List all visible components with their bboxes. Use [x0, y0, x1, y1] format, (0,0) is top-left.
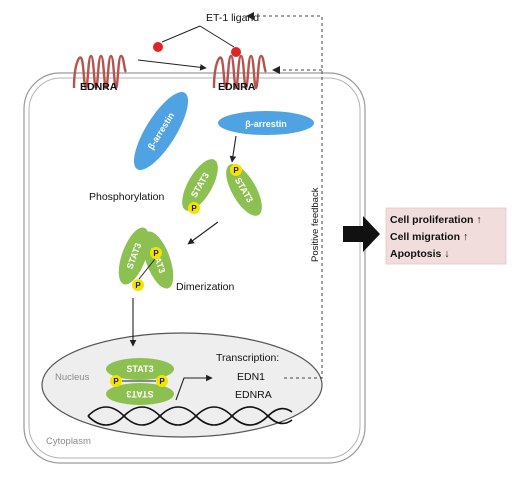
feedback-label: Positive feedback: [310, 187, 321, 262]
nuclear-stat3-dimer: STAT3 STAT3 P P: [106, 358, 174, 405]
outcome-2-text: Cell migration: [390, 231, 460, 243]
ligand-bound-icon: [231, 47, 241, 57]
outcome-1-text: Cell proliferation: [390, 214, 473, 226]
phospho-left-label: P: [191, 204, 197, 213]
dimer-phospho-b: P: [153, 249, 159, 258]
outcome-1-arrow: ↑: [476, 214, 481, 226]
feedback-arrowhead-receptor: [272, 66, 280, 74]
outcome-box: [385, 207, 507, 265]
outcome-3-text: Apoptosis: [390, 248, 441, 260]
outcome-2: Cell migration ↑: [390, 231, 468, 243]
gene-ednra: EDNRA: [235, 389, 272, 401]
dimer-phospho-a: P: [135, 281, 141, 290]
stat3-unphospho-right: STAT3 P: [226, 164, 262, 216]
nuclear-stat3-bottom: STAT3: [126, 389, 153, 399]
activation-arrow: [137, 59, 207, 71]
outcome-2-arrow: ↑: [463, 231, 468, 243]
receptor-right-label: EDNRA: [218, 81, 256, 93]
ligand-pointer-right: [199, 25, 235, 48]
phospho-right-label: P: [233, 166, 239, 175]
gene-edn1: EDN1: [237, 371, 265, 383]
dna-helix-icon: [87, 406, 293, 426]
nuclear-stat3-top: STAT3: [126, 364, 153, 374]
outcome-1: Cell proliferation ↑: [390, 214, 482, 226]
ligand-pointer-left: [161, 25, 201, 43]
receptor-left-icon: [72, 54, 128, 90]
phosphorylation-label: Phosphorylation: [89, 191, 164, 203]
stat3-phospho-left: STAT3 P: [182, 159, 218, 214]
nucleus-label: Nucleus: [55, 372, 90, 383]
cell-membrane-inner: [28, 77, 361, 459]
cell-membrane-outer: [23, 72, 366, 464]
ligand-free-icon: [153, 42, 163, 52]
arrestin-right-label: β-arrestin: [245, 119, 287, 129]
receptor-left-label: EDNRA: [80, 81, 118, 93]
outcome-arrow-icon: [343, 216, 380, 252]
arrestin-right: β-arrestin: [218, 111, 314, 135]
outcome-3-arrow: ↓: [444, 248, 449, 260]
nuclear-phospho-left: P: [113, 377, 119, 386]
to-dimer-arrow: [187, 221, 219, 245]
arrestin-left: β-arrestin: [133, 92, 189, 170]
feedback-loop: [248, 15, 323, 379]
arrestin-to-stat3-arrow: [229, 135, 237, 163]
feedback-arrowhead-top: [246, 12, 254, 20]
dimerization-label: Dimerization: [176, 281, 235, 293]
transcription-arrow: [175, 374, 213, 401]
outcome-3: Apoptosis ↓: [390, 248, 450, 260]
cytoplasm-label: Cytoplasm: [46, 436, 91, 447]
nuclear-phospho-right: P: [159, 377, 165, 386]
transcription-heading: Transcription:: [216, 352, 279, 364]
receptor-right-icon: [212, 54, 268, 90]
stat3-dimer: STAT3 STAT3 P P: [118, 227, 174, 291]
ligand-label: ET-1 ligand: [206, 12, 259, 24]
